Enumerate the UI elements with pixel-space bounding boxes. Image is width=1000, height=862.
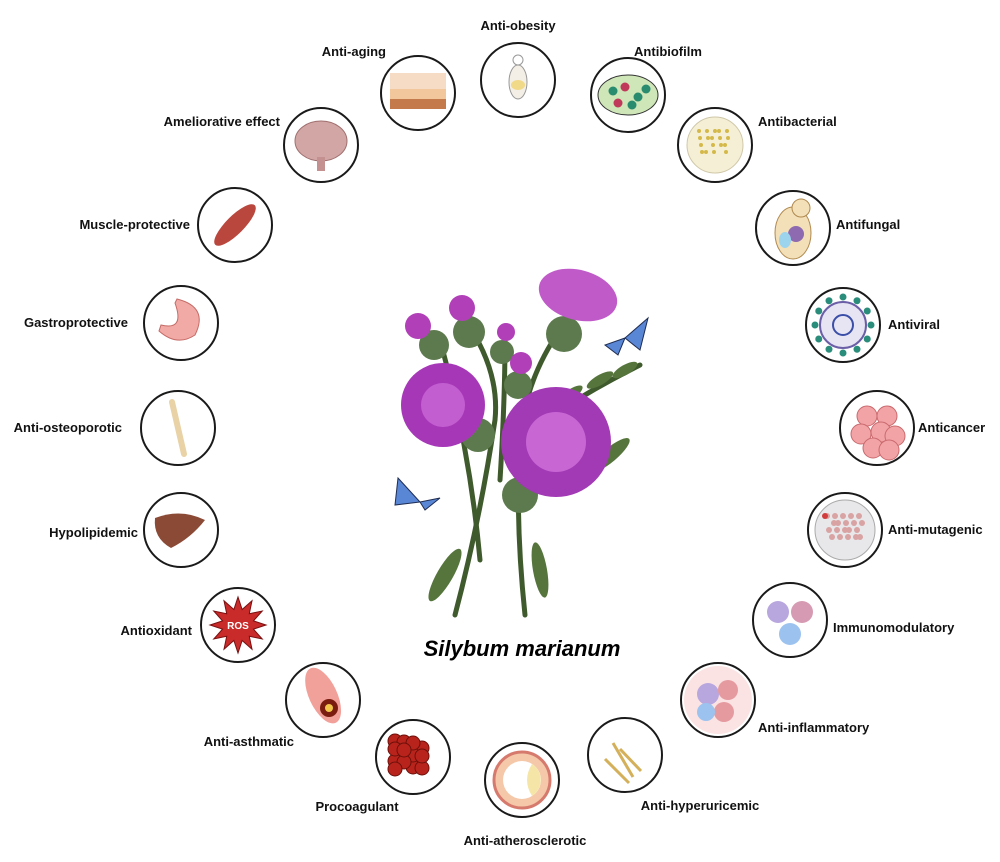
activity-anti-mutagenic: Anti-mutagenic bbox=[807, 492, 983, 568]
inflammatory-cells-icon bbox=[684, 666, 752, 734]
activity-label: Anti-osteoporotic bbox=[14, 420, 122, 435]
activity-label: Antiviral bbox=[888, 317, 940, 332]
artery-plaque-icon bbox=[492, 750, 552, 810]
activity-gastroprotective: Gastroprotective bbox=[24, 285, 219, 361]
petri-dish-bacteria-icon bbox=[686, 116, 744, 174]
activity-label: Antibacterial bbox=[758, 114, 837, 129]
bone-icon bbox=[169, 399, 187, 457]
virus-icon bbox=[811, 293, 875, 357]
activity-label: Immunomodulatory bbox=[833, 620, 955, 635]
activity-label: Antioxidant bbox=[121, 623, 193, 638]
skin-layers-icon bbox=[390, 73, 446, 109]
activity-ameliorative-effect: Ameliorative effect bbox=[164, 107, 359, 183]
activity-label: Antibiofilm bbox=[634, 44, 702, 59]
liver-icon bbox=[154, 513, 205, 548]
stomach-icon bbox=[158, 298, 200, 341]
cell-culture-dish-icon bbox=[814, 499, 876, 561]
activity-antioxidant: ROS Antioxidant bbox=[121, 587, 276, 663]
activity-anti-obesity: Anti-obesity bbox=[480, 18, 556, 118]
biofilm-icon bbox=[597, 74, 659, 116]
activity-label: Anti-mutagenic bbox=[888, 522, 983, 537]
activity-label: Anti-asthmatic bbox=[204, 734, 294, 749]
activity-anti-osteoporotic: Anti-osteoporotic bbox=[14, 390, 216, 466]
immune-cells-icon bbox=[767, 601, 813, 645]
activity-label: Antifungal bbox=[836, 217, 900, 232]
activity-anti-atherosclerotic: Anti-atherosclerotic bbox=[464, 742, 587, 848]
activity-anti-inflammatory: Anti-inflammatory bbox=[680, 662, 870, 738]
activity-label: Anti-obesity bbox=[480, 18, 556, 33]
uric-acid-crystals-icon bbox=[603, 742, 643, 785]
activity-antibacterial: Antibacterial bbox=[677, 107, 837, 183]
blood-clot-icon bbox=[387, 733, 430, 777]
activity-antifungal: Antifungal bbox=[755, 190, 900, 266]
cancer-cells-icon bbox=[850, 405, 906, 461]
activity-antibiofilm: Antibiofilm bbox=[590, 44, 702, 133]
milk-thistle-plant-icon bbox=[394, 268, 649, 618]
ros-text: ROS bbox=[227, 621, 249, 632]
activity-label: Anti-aging bbox=[322, 44, 386, 59]
activity-circle bbox=[752, 582, 828, 658]
activity-label: Procoagulant bbox=[315, 799, 399, 814]
human-body-icon bbox=[508, 54, 528, 100]
activity-anti-asthmatic: Anti-asthmatic bbox=[204, 662, 361, 749]
activity-label: Anticancer bbox=[918, 420, 985, 435]
muscle-icon bbox=[214, 204, 256, 246]
activity-immunomodulatory: Immunomodulatory bbox=[752, 582, 955, 658]
activity-antiviral: Antiviral bbox=[805, 287, 940, 363]
ros-burst-icon: ROS bbox=[208, 595, 268, 655]
brain-icon bbox=[294, 120, 348, 171]
activity-anti-hyperuricemic: Anti-hyperuricemic bbox=[587, 717, 759, 813]
activity-label: Anti-hyperuricemic bbox=[641, 798, 759, 813]
activity-label: Ameliorative effect bbox=[164, 114, 281, 129]
activity-label: Muscle-protective bbox=[79, 217, 190, 232]
activity-label: Gastroprotective bbox=[24, 315, 128, 330]
species-title: Silybum marianum bbox=[424, 636, 621, 661]
bronchus-icon bbox=[305, 667, 342, 724]
activity-muscle-protective: Muscle-protective bbox=[79, 187, 273, 263]
activity-label: Anti-atherosclerotic bbox=[464, 833, 587, 848]
activity-anti-aging: Anti-aging bbox=[322, 44, 456, 131]
activity-anticancer: Anticancer bbox=[839, 390, 985, 466]
activity-label: Hypolipidemic bbox=[49, 525, 138, 540]
activity-label: Anti-inflammatory bbox=[758, 720, 870, 735]
activity-procoagulant: Procoagulant bbox=[315, 719, 451, 814]
activity-hypolipidemic: Hypolipidemic bbox=[49, 492, 219, 568]
yeast-cell-icon bbox=[774, 198, 812, 260]
